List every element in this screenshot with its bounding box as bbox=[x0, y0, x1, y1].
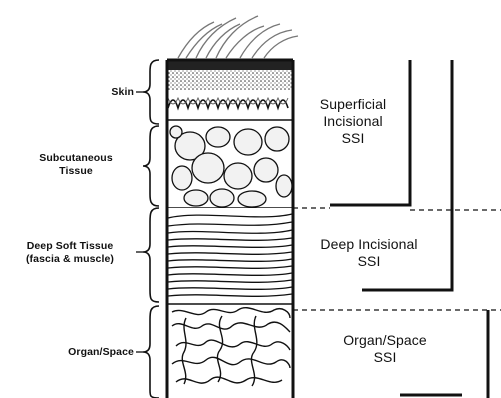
deep-soft-tissue-label-line1: Deep Soft Tissue bbox=[4, 240, 136, 253]
organ-space-label: Organ/Space bbox=[30, 346, 134, 359]
deep-soft-tissue-layer bbox=[168, 208, 292, 296]
deep-incisional-ssi-line1: Deep Incisional bbox=[300, 236, 438, 253]
superficial-ssi-line1: Superficial bbox=[298, 96, 408, 113]
skin-layer bbox=[168, 60, 292, 120]
deep-soft-tissue-label: Deep Soft Tissue (fascia & muscle) bbox=[4, 240, 136, 266]
subcutaneous-label-line2: Tissue bbox=[14, 165, 138, 178]
superficial-ssi-label: Superficial Incisional SSI bbox=[298, 96, 408, 147]
skin-label-text: Skin bbox=[111, 86, 134, 98]
organ-space-ssi-line2: SSI bbox=[318, 349, 452, 366]
organ-space-layer bbox=[172, 308, 290, 386]
layer-braces bbox=[143, 60, 159, 398]
superficial-ssi-line2: Incisional bbox=[298, 113, 408, 130]
deep-incisional-ssi-label: Deep Incisional SSI bbox=[300, 236, 438, 270]
hair-strands bbox=[178, 16, 298, 58]
organ-space-ssi-line1: Organ/Space bbox=[318, 332, 452, 349]
deep-soft-tissue-label-line2: (fascia & muscle) bbox=[4, 253, 136, 266]
subcutaneous-label-line1: Subcutaneous bbox=[14, 152, 138, 165]
organ-space-label-text: Organ/Space bbox=[68, 346, 134, 358]
label-ticks bbox=[136, 92, 143, 352]
deep-incisional-ssi-line2: SSI bbox=[300, 253, 438, 270]
subcutaneous-label: Subcutaneous Tissue bbox=[14, 152, 138, 178]
organ-space-ssi-label: Organ/Space SSI bbox=[318, 332, 452, 366]
skin-label: Skin bbox=[80, 86, 134, 99]
subcutaneous-layer bbox=[170, 126, 292, 207]
superficial-ssi-line3: SSI bbox=[298, 130, 408, 147]
